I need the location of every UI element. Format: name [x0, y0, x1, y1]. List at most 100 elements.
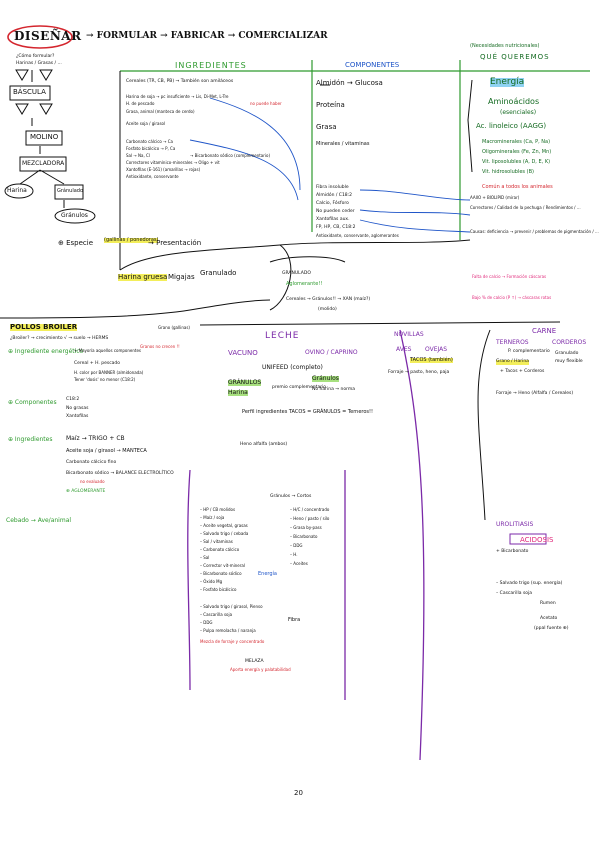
note-falta-calcio: Falta de calcio → Formación cáscaras: [472, 274, 547, 279]
nec-ac-linoleico: Ac. linoleico (AAGG): [476, 122, 547, 130]
carne-acetato: Acetato: [540, 616, 558, 621]
process-chain: → FORMULAR → FABRICAR → COMERCIALIZAR: [86, 31, 328, 41]
comp-minerales: Minerales / vitaminas: [316, 141, 370, 147]
leche-unifeed: UNIFEED (completo): [262, 364, 323, 371]
granulos-label: Gránulos: [61, 212, 88, 219]
nec-oligominerales: Oligominerales (Fe, Zn, Mn): [482, 149, 552, 155]
pollos-ing1: + Mayoría aquellos componentes: [74, 348, 142, 353]
pollos-ing3: H. color por BANNER (almidonada): [74, 370, 144, 375]
list-item: – Bicarbonato: [290, 534, 318, 539]
nec-causas: Causas: deficiencia → prevenir / problem…: [470, 229, 599, 234]
carne-salvado: – Salvado trigo (sup. energía): [496, 581, 563, 586]
list-item: – Salvado trigo / girasol, Pienso: [200, 604, 263, 609]
novillas-tacos: TACOS (también): [410, 357, 453, 363]
leche-granulos: GRÁNULOS: [228, 379, 262, 386]
pollos-question: ¿Broiler? → crecimiento √ → suelo → HERM…: [10, 336, 109, 341]
note-fosforo: Bajo % de calcio (P ↑) → cáscaras rotas: [472, 295, 552, 300]
list-item: – Grasa by-pass: [290, 525, 322, 530]
nec-esenciales: (esenciales): [500, 109, 537, 116]
carne-grano-harina: Grano / Harina: [496, 359, 529, 365]
comp-no-pueden: No pueden ceder: [316, 209, 355, 214]
granulado-label: Gránulado: [57, 188, 84, 194]
carne-title: CARNE: [532, 327, 557, 335]
nec-macrominerales: Macrominerales (Ca, P, Na): [482, 139, 551, 145]
pollos-ing4: Tener 'dosis' no menor (C18:2): [74, 377, 136, 382]
carne-corderos: CORDEROS: [552, 339, 587, 346]
comp-antioxidante: Antioxidante, conservante, aglomerantes: [316, 233, 399, 238]
ing-xantofilas: Xantofilas (E-161) (amarillas → rojas): [126, 167, 201, 172]
mezcladora-label: MEZCLADORA: [22, 160, 65, 167]
comp-calcio: Calcio, Fósforo: [316, 201, 349, 206]
pollos-ing2: Cereal + H. pescado: [74, 361, 121, 366]
leche-premio: premio complementario: [272, 385, 327, 390]
flow-note: ¿Cómo formular?: [16, 54, 55, 59]
list-item: – DDG: [290, 543, 303, 548]
carne-muy-flexible: muy flexible: [555, 359, 583, 364]
comp-c18: Almidón / C18:2: [316, 193, 353, 198]
carne-urolitiasis: UROLITIASIS: [496, 521, 534, 528]
componentes-title: COMPONENTES: [345, 61, 400, 69]
pollos-componentes: ⊕ Componentes: [8, 399, 57, 406]
pollos-soja: Aceite soja / girasol → MANTECA: [66, 448, 147, 454]
leche-harina: Harina: [228, 389, 248, 396]
ingredientes-title: INGREDIENTES: [175, 61, 247, 70]
carne-tacos: + Tacos + Corderos: [500, 369, 545, 374]
novillas-title: NOVILLAS: [394, 331, 424, 338]
molino-label: MOLINO: [30, 133, 59, 141]
nec-comun: Común a todos los animales: [482, 184, 553, 190]
leche-melaza: MELAZA: [245, 659, 264, 664]
list-item: – Aceite vegetal, grasas: [200, 523, 248, 528]
list-item: – Pulpa remolacha / naranja: [200, 628, 256, 633]
ing-grasa-nota: no puede haber: [250, 101, 282, 106]
leche-fibra: Fibra: [288, 617, 301, 623]
pollos-grano: Grano (gallinas): [158, 325, 190, 330]
granulos-ellipse: [54, 208, 96, 224]
flow-note-2: Harinas / Grasas / ...: [16, 61, 62, 66]
carne-granulado: Granulado: [555, 351, 579, 356]
leche-energia-note: Energía: [258, 571, 277, 577]
carne-p-comp: P. complementario: [508, 349, 550, 354]
necesidades-title: (Necesidades nutricionales): [470, 43, 540, 49]
pollos-carbonato: Carbonato cálcico fino: [66, 460, 117, 465]
novillas-ovejas: OVEJAS: [425, 346, 448, 353]
pres-migajas: Migajas: [168, 273, 195, 281]
nec-hidrosolubles: Vit. hidrosolubles (B): [482, 169, 534, 175]
especie-highlight: (gallinas / ponedoras): [104, 237, 159, 243]
ing-bicarbonato: → Bicarbonato sódico (complementario): [190, 153, 271, 158]
novillas-forraje: Forraje → pasto, heno, paja: [388, 370, 450, 375]
necesidades-subtitle: QUÉ QUEREMOS: [480, 53, 550, 61]
leche-granulos-cortos: Gránulos → Cortos: [270, 494, 312, 499]
disenar-title: DISEÑAR: [14, 29, 82, 43]
ing-carbonato: Carbonato cálcico → Ca: [126, 139, 174, 144]
pollos-bicarb: Bicarbonato sódico → BALANCE ELECTROLÍTI…: [66, 471, 174, 476]
pollos-maiz: Maíz → TRIGO + CB: [66, 435, 125, 442]
comp-grasa: Grasa: [316, 123, 337, 131]
nec-notas: Correctores / Calidad de la pechuga / Re…: [470, 205, 581, 210]
list-item: – HP / CB molidos: [200, 507, 236, 512]
nec-aminoacidos: Aminoácidos: [488, 97, 540, 106]
ing-correctores: Correctores vitamínico-minerales → Oligo…: [126, 160, 220, 165]
carne-ppal-fuente: (ppal fuente ⊕): [534, 626, 569, 631]
carne-terneros: TERNEROS: [496, 339, 529, 346]
leche-granulos-2: Gránulos: [312, 375, 339, 382]
pollos-ingredientes: ⊕ Ingredientes: [8, 436, 53, 443]
pollos-aglomerante: ⊕ AGLOMERANTE: [66, 489, 106, 494]
page-number: 20: [294, 789, 303, 797]
bascula-label: BÁSCULA: [13, 88, 46, 96]
pollos-ing-energetico: ⊕ Ingrediente energético: [8, 348, 84, 355]
granulado-aglomerante: Aglomerante!!: [286, 281, 323, 287]
pres-granulado: Granulado: [200, 269, 237, 277]
granulado-box-label: GRANULADO: [282, 271, 311, 276]
list-item: – Sal / vitaminas: [200, 539, 233, 544]
list-item: – Sal: [200, 555, 210, 560]
list-item: – Corrector vit-mineral: [200, 563, 245, 568]
carne-acidosis: ACIDOSIS: [520, 536, 554, 544]
comp-proteina: Proteína: [316, 101, 345, 109]
carne-cascarilla: – Cascarilla soja: [496, 591, 533, 596]
list-item: – Óxido Mg: [200, 579, 223, 584]
leche-title: LECHE: [265, 331, 300, 341]
comp-fp: FP, HP, CB, C18:2: [316, 225, 356, 230]
nec-liposolubles: Vit. liposolubles (A, D, E, K): [482, 159, 551, 165]
pollos-cebo: Cebado → Ave/animal: [6, 517, 72, 524]
